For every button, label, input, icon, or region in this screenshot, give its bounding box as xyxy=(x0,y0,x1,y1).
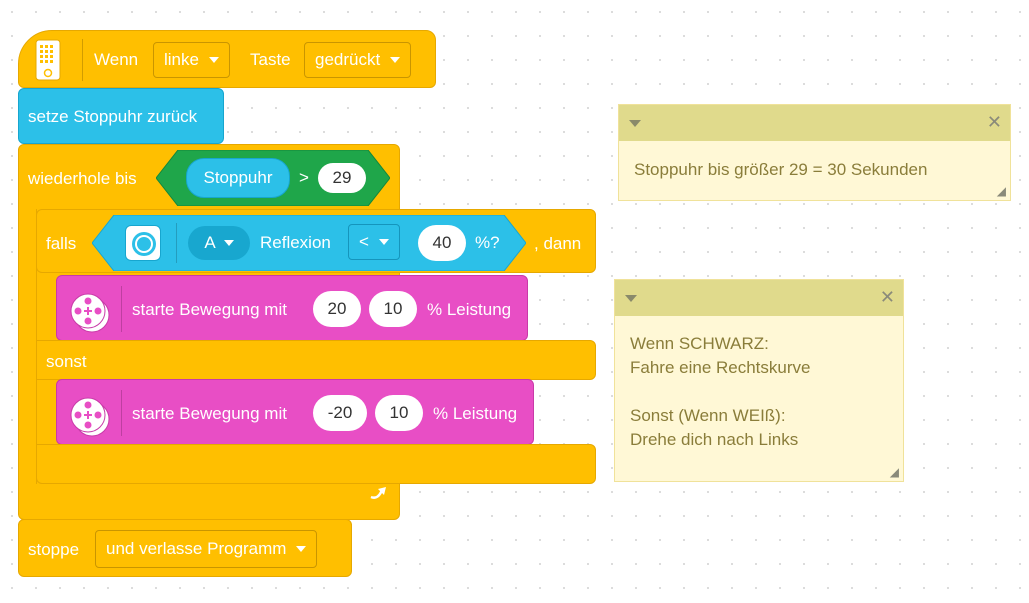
button-action-value: gedrückt xyxy=(315,50,381,69)
movement-icon xyxy=(67,392,113,438)
stop-option-value: und verlasse Programm xyxy=(106,539,287,558)
block-divider xyxy=(121,390,122,436)
reflection-value-input[interactable]: 40 xyxy=(418,225,466,261)
button-side-dropdown[interactable]: linke xyxy=(153,42,230,78)
greater-than-operator[interactable]: Stoppuhr > 29 xyxy=(156,150,390,206)
hub-buttons-icon xyxy=(31,38,65,82)
start-move-block-then[interactable]: starte Bewegung mit 20 10 % Leistung xyxy=(56,275,528,341)
move-right-input[interactable]: 10 xyxy=(369,291,417,327)
comparator-value: < xyxy=(359,232,369,251)
reset-stopwatch-label: setze Stoppuhr zurück xyxy=(28,107,198,126)
move-right-value: 10 xyxy=(383,299,403,318)
block-divider xyxy=(82,39,83,81)
percent-question: %? xyxy=(475,233,500,252)
if-label: falls xyxy=(46,234,77,253)
then-label: , dann xyxy=(534,234,582,253)
move-right-input[interactable]: 10 xyxy=(375,395,423,431)
start-move-block-else[interactable]: starte Bewegung mit -20 10 % Leistung xyxy=(56,379,534,445)
else-label: sonst xyxy=(46,352,87,371)
comment-text[interactable]: Stoppuhr bis größer 29 = 30 Sekunden xyxy=(634,160,928,179)
start-move-label: starte Bewegung mit xyxy=(132,404,287,423)
event-label-when: Wenn xyxy=(94,50,139,69)
close-icon[interactable]: ✕ xyxy=(986,112,1002,132)
button-action-dropdown[interactable]: gedrückt xyxy=(304,42,412,78)
chevron-down-icon xyxy=(378,239,389,245)
else-bar: sonst xyxy=(36,340,596,380)
stop-label: stoppe xyxy=(28,540,80,559)
operator-symbol: > xyxy=(299,168,309,187)
block-divider xyxy=(176,223,177,263)
event-block[interactable]: Wenn linke Taste gedrückt xyxy=(18,30,436,88)
comment-note[interactable]: ✕ Wenn SCHWARZ: Fahre eine Rechtskurve S… xyxy=(614,279,904,482)
chevron-down-icon xyxy=(208,57,219,63)
move-left-value: -20 xyxy=(327,403,353,422)
power-suffix: % Leistung xyxy=(433,404,518,423)
comparator-dropdown[interactable]: < xyxy=(348,224,400,260)
movement-icon xyxy=(67,288,113,334)
reset-stopwatch-block[interactable]: setze Stoppuhr zurück xyxy=(18,88,224,144)
stop-option-dropdown[interactable]: und verlasse Programm xyxy=(95,530,318,568)
reflection-value: 40 xyxy=(432,233,452,252)
resize-icon[interactable]: ◢ xyxy=(996,184,1006,198)
stopwatch-reporter[interactable]: Stoppuhr xyxy=(186,158,290,198)
event-label-key: Taste xyxy=(250,50,291,69)
move-left-input[interactable]: 20 xyxy=(313,291,361,327)
reflection-label: Reflexion xyxy=(260,233,331,252)
stop-block[interactable]: stoppe und verlasse Programm xyxy=(18,519,352,577)
start-move-label: starte Bewegung mit xyxy=(132,300,287,319)
comment-header[interactable]: ✕ xyxy=(619,105,1010,141)
chevron-down-icon xyxy=(296,546,307,552)
color-sensor-icon xyxy=(125,225,161,261)
move-left-value: 20 xyxy=(327,299,347,318)
comment-note[interactable]: ✕ Stoppuhr bis größer 29 = 30 Sekunden ◢ xyxy=(618,104,1011,201)
repeat-until-label: wiederhole bis xyxy=(28,169,137,188)
loop-arrow-icon xyxy=(366,480,390,504)
move-left-input[interactable]: -20 xyxy=(313,395,367,431)
close-icon[interactable]: ✕ xyxy=(879,287,895,307)
power-suffix: % Leistung xyxy=(427,300,512,319)
button-side-value: linke xyxy=(164,50,199,69)
repeat-value-input[interactable]: 29 xyxy=(318,163,366,193)
comment-text[interactable]: Wenn SCHWARZ: Fahre eine Rechtskurve Son… xyxy=(630,334,811,449)
if-else-end xyxy=(36,444,596,484)
resize-icon[interactable]: ◢ xyxy=(889,465,899,479)
move-right-value: 10 xyxy=(389,403,409,422)
collapse-icon[interactable] xyxy=(625,295,637,302)
stopwatch-reporter-label: Stoppuhr xyxy=(203,168,273,187)
comment-header[interactable]: ✕ xyxy=(615,280,903,316)
reflection-condition[interactable]: A Reflexion < 40 %? xyxy=(92,215,526,271)
port-value: A xyxy=(204,233,216,252)
collapse-icon[interactable] xyxy=(629,120,641,127)
chevron-down-icon xyxy=(223,240,234,246)
block-divider xyxy=(121,286,122,332)
repeat-value: 29 xyxy=(332,168,352,187)
port-dropdown[interactable]: A xyxy=(188,226,250,260)
chevron-down-icon xyxy=(390,57,401,63)
